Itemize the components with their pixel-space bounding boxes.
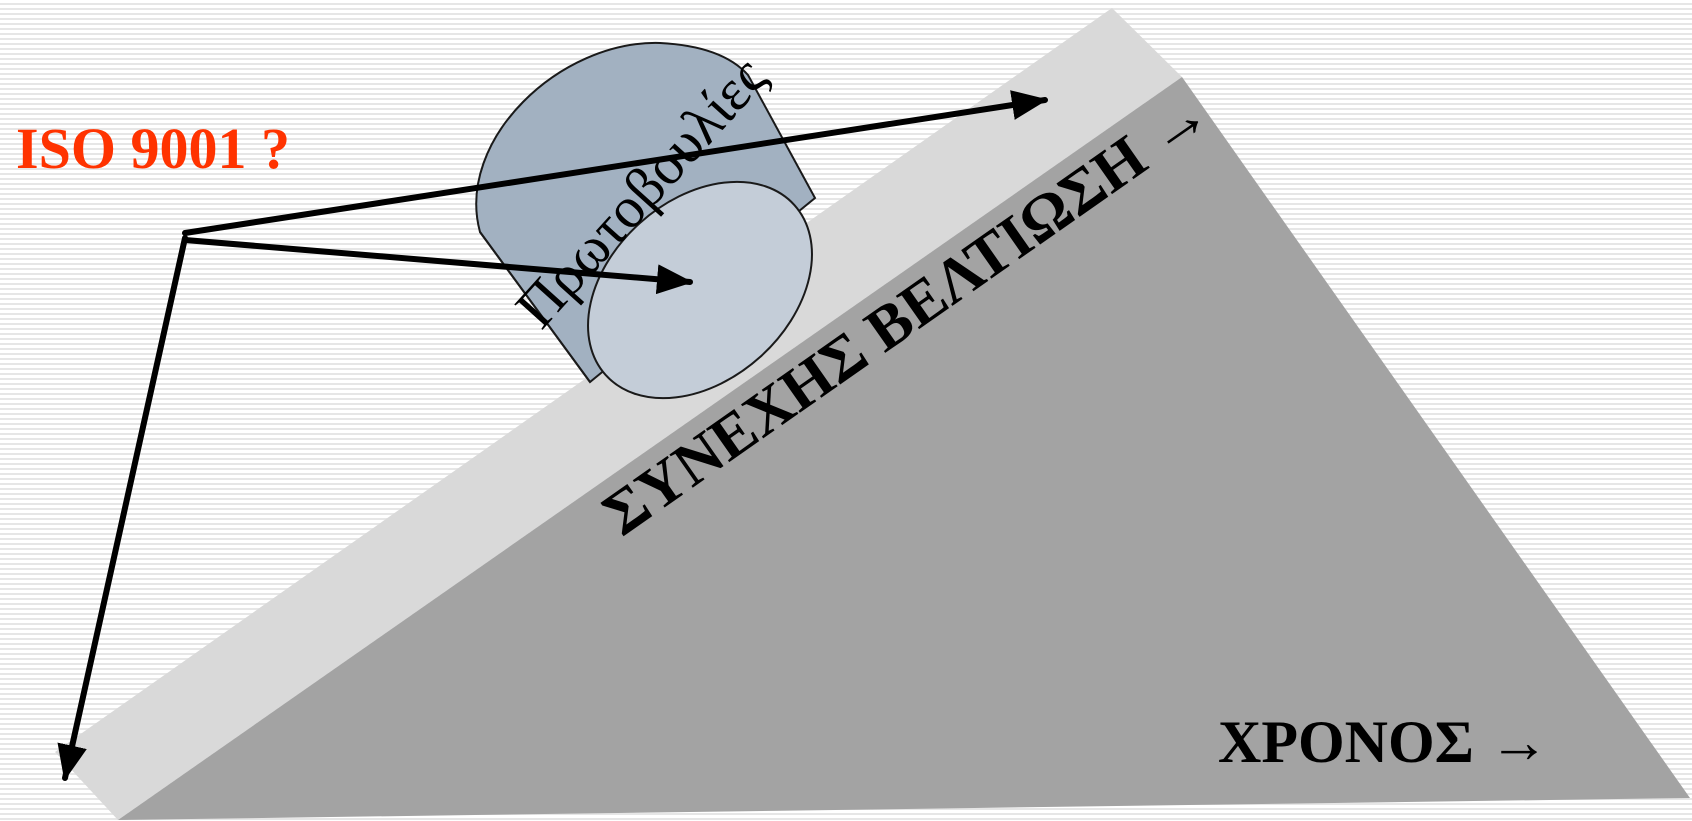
arrow-to-bottom-left (57, 235, 188, 781)
slope-face (118, 77, 1690, 820)
arrows (57, 90, 1048, 781)
arrow-to-top (182, 90, 1048, 236)
arrow-to-cylinder (182, 237, 693, 295)
cylinder-end (587, 180, 813, 400)
iso-9001-title: ISO 9001 ? (16, 116, 290, 181)
initiatives-cylinder (475, 41, 817, 400)
slope-top-surface (55, 8, 1182, 820)
cylinder-front-edge (479, 231, 591, 383)
cylinder-body (475, 41, 817, 384)
time-axis-label: ΧΡΟΝΟΣ → (1218, 709, 1549, 775)
